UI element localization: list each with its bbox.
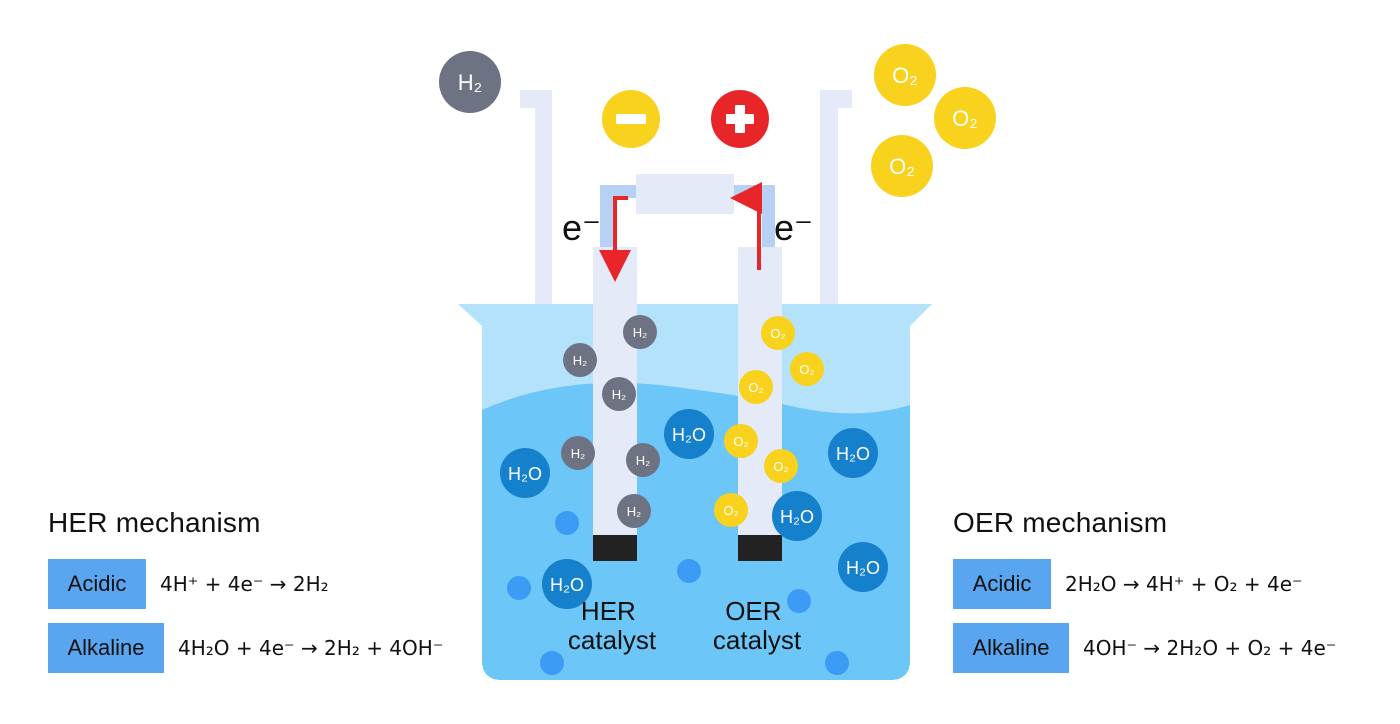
svg-text:O₂: O₂ [892, 63, 918, 88]
oer-acidic-equation: 2H₂O → 4H⁺ + O₂ + 4e⁻ [1065, 572, 1303, 596]
svg-text:H₂: H₂ [612, 387, 626, 402]
her-acidic-equation: 4H⁺ + 4e⁻ → 2H₂ [160, 572, 329, 596]
oer-acidic-tag: Acidic [953, 559, 1051, 609]
oer-catalyst-label: OER catalyst [713, 596, 802, 655]
svg-text:H₂: H₂ [627, 504, 641, 519]
positive-terminal-icon [711, 90, 769, 148]
o2-bubble: O₂ [764, 449, 798, 483]
svg-text:H₂: H₂ [636, 453, 650, 468]
oer-catalyst-block [738, 535, 782, 561]
her-mechanism-title: HER mechanism [48, 507, 261, 538]
svg-text:H₂O: H₂O [672, 425, 706, 445]
svg-text:H₂O: H₂O [780, 507, 814, 527]
svg-text:H₂: H₂ [573, 353, 587, 368]
h2o-molecule: H₂O [838, 542, 888, 592]
o2-gas-bubble: O₂ [874, 44, 936, 106]
h2-bubble: H₂ [617, 494, 651, 528]
h2o-molecule: H₂O [772, 491, 822, 541]
electron-label-left: e⁻ [562, 207, 601, 248]
svg-text:H₂O: H₂O [550, 575, 584, 595]
electron-label-right: e⁻ [774, 207, 813, 248]
h2o-molecule: H₂O [664, 409, 714, 459]
svg-text:O₂: O₂ [773, 459, 788, 474]
svg-text:H₂O: H₂O [846, 558, 880, 578]
oer-acidic-row: Acidic 2H₂O → 4H⁺ + O₂ + 4e⁻ [953, 559, 1303, 609]
svg-text:H₂O: H₂O [508, 464, 542, 484]
svg-text:O₂: O₂ [889, 154, 915, 179]
anode-electron-arrow [730, 182, 762, 270]
oer-alkaline-equation: 4OH⁻ → 2H₂O + O₂ + 4e⁻ [1083, 636, 1337, 660]
h2-outlet-tube [520, 90, 552, 305]
her-mechanism-panel: HER mechanism Acidic 4H⁺ + 4e⁻ → 2H₂ Alk… [48, 507, 478, 677]
h2-bubble: H₂ [561, 436, 595, 470]
svg-text:O₂: O₂ [733, 434, 748, 449]
negative-terminal-icon [602, 90, 660, 148]
o2-outlet-tube [820, 90, 852, 305]
her-alkaline-tag: Alkaline [48, 623, 164, 673]
svg-text:H₂: H₂ [633, 325, 647, 340]
o2-bubble: O₂ [724, 424, 758, 458]
svg-text:H₂O: H₂O [836, 444, 870, 464]
h2-bubble: H₂ [602, 377, 636, 411]
svg-text:O₂: O₂ [723, 503, 738, 518]
her-alkaline-equation: 4H₂O + 4e⁻ → 2H₂ + 4OH⁻ [178, 636, 444, 660]
oer-mechanism-panel: OER mechanism Acidic 2H₂O → 4H⁺ + O₂ + 4… [953, 507, 1393, 677]
o2-gas-bubble: O₂ [871, 135, 933, 197]
o2-bubble: O₂ [739, 370, 773, 404]
cathode-electron-arrow [599, 196, 631, 282]
h2o-molecule: H₂O [828, 428, 878, 478]
h2-bubble: H₂ [563, 343, 597, 377]
oer-catalyst-label-line2: catalyst [713, 625, 802, 655]
o2-gas-bubble: O₂ [934, 87, 996, 149]
oer-mechanism-title: OER mechanism [953, 507, 1168, 538]
svg-text:O₂: O₂ [748, 380, 763, 395]
o2-bubble: O₂ [761, 316, 795, 350]
her-acidic-tag: Acidic [48, 559, 146, 609]
her-catalyst-label-line2: catalyst [568, 625, 657, 655]
her-catalyst-label: HER catalyst [568, 596, 657, 655]
her-catalyst-block [593, 535, 637, 561]
svg-text:O₂: O₂ [799, 362, 814, 377]
her-catalyst-label-line1: HER [581, 596, 636, 626]
o2-bubble: O₂ [790, 352, 824, 386]
svg-text:O₂: O₂ [770, 326, 785, 341]
h2o-molecule: H₂O [500, 448, 550, 498]
h2-bubble: H₂ [623, 315, 657, 349]
oer-alkaline-tag: Alkaline [953, 623, 1069, 673]
power-source [636, 174, 734, 214]
o2-bubble: O₂ [714, 493, 748, 527]
liquid-bubbles [507, 511, 849, 675]
svg-text:H₂: H₂ [571, 446, 585, 461]
her-alkaline-row: Alkaline 4H₂O + 4e⁻ → 2H₂ + 4OH⁻ [48, 623, 443, 673]
oer-catalyst-label-line1: OER [725, 596, 781, 626]
h2-gas-bubble: H₂ [439, 51, 501, 113]
oer-alkaline-row: Alkaline 4OH⁻ → 2H₂O + O₂ + 4e⁻ [953, 623, 1336, 673]
h2-bubble: H₂ [626, 443, 660, 477]
h2o-molecule: H₂O [542, 559, 592, 609]
svg-text:H₂: H₂ [458, 70, 482, 95]
svg-text:O₂: O₂ [952, 106, 978, 131]
her-acidic-row: Acidic 4H⁺ + 4e⁻ → 2H₂ [48, 559, 329, 609]
